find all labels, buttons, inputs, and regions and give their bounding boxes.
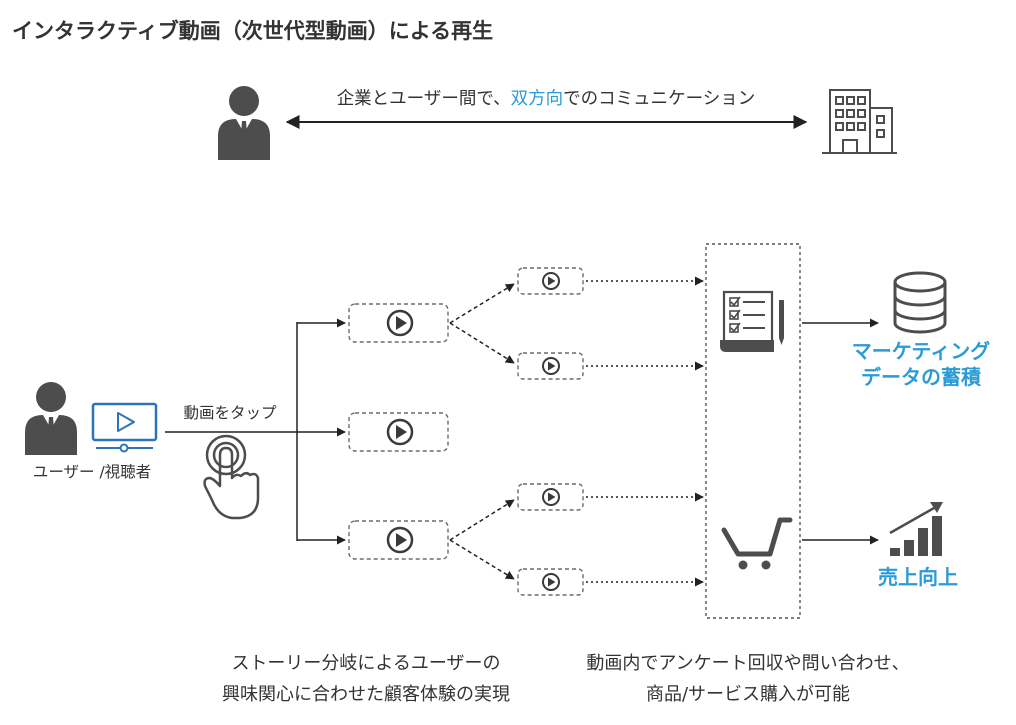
play-icon bbox=[542, 573, 560, 591]
sub-branch-arrows bbox=[449, 283, 515, 580]
play-icon bbox=[542, 357, 560, 375]
communication-text-before: 企業とユーザー間で、 bbox=[337, 89, 511, 109]
video-box-branch-1 bbox=[348, 303, 449, 343]
shopping-cart-icon bbox=[721, 517, 793, 570]
play-icon bbox=[386, 526, 414, 554]
actions-caption-line-2: 商品/サービス購入が可能 bbox=[646, 684, 850, 705]
communication-text: 企業とユーザー間で、双方向でのコミュニケーション bbox=[337, 89, 756, 109]
video-box-branch-2 bbox=[348, 412, 449, 452]
viewer-label: ユーザー /視聴者 bbox=[33, 463, 151, 481]
play-icon bbox=[386, 418, 414, 446]
tap-label: 動画をタップ bbox=[183, 404, 277, 422]
video-box-sub-2 bbox=[517, 352, 584, 380]
sales-chart-icon bbox=[889, 502, 943, 556]
action-arrows bbox=[586, 276, 704, 587]
branch-connector bbox=[165, 318, 346, 545]
communication-text-after: でのコミュニケーション bbox=[563, 89, 755, 109]
sales-outcome: 売上向上 bbox=[878, 565, 958, 589]
marketing-outcome-line-2: データの蓄積 bbox=[861, 365, 982, 389]
viewer-person-icon bbox=[25, 382, 77, 455]
video-box-branch-3 bbox=[348, 520, 449, 560]
play-icon bbox=[542, 488, 560, 506]
in-video-action-panel bbox=[705, 243, 801, 619]
actions-caption-line-1: 動画内でアンケート回収や問い合わせ、 bbox=[586, 653, 909, 674]
top-person-icon bbox=[218, 86, 270, 160]
video-box-sub-3 bbox=[517, 483, 584, 511]
video-box-sub-4 bbox=[517, 568, 584, 596]
communication-highlight: 双方向 bbox=[511, 89, 564, 109]
building-icon bbox=[822, 89, 897, 154]
play-icon bbox=[386, 309, 414, 337]
page-title: インタラクティブ動画（次世代型動画）による再生 bbox=[12, 19, 493, 43]
tap-hand-icon bbox=[203, 434, 260, 520]
video-box-sub-1 bbox=[517, 267, 584, 295]
survey-clipboard-icon bbox=[720, 290, 784, 352]
monitor-play-icon bbox=[91, 402, 158, 453]
marketing-outcome-line-1: マーケティング bbox=[852, 339, 990, 363]
database-icon bbox=[893, 271, 947, 334]
branching-caption-line-2: 興味関心に合わせた顧客体験の実現 bbox=[222, 684, 510, 705]
branching-caption-line-1: ストーリー分岐によるユーザーの bbox=[231, 653, 500, 674]
play-icon bbox=[542, 272, 560, 290]
